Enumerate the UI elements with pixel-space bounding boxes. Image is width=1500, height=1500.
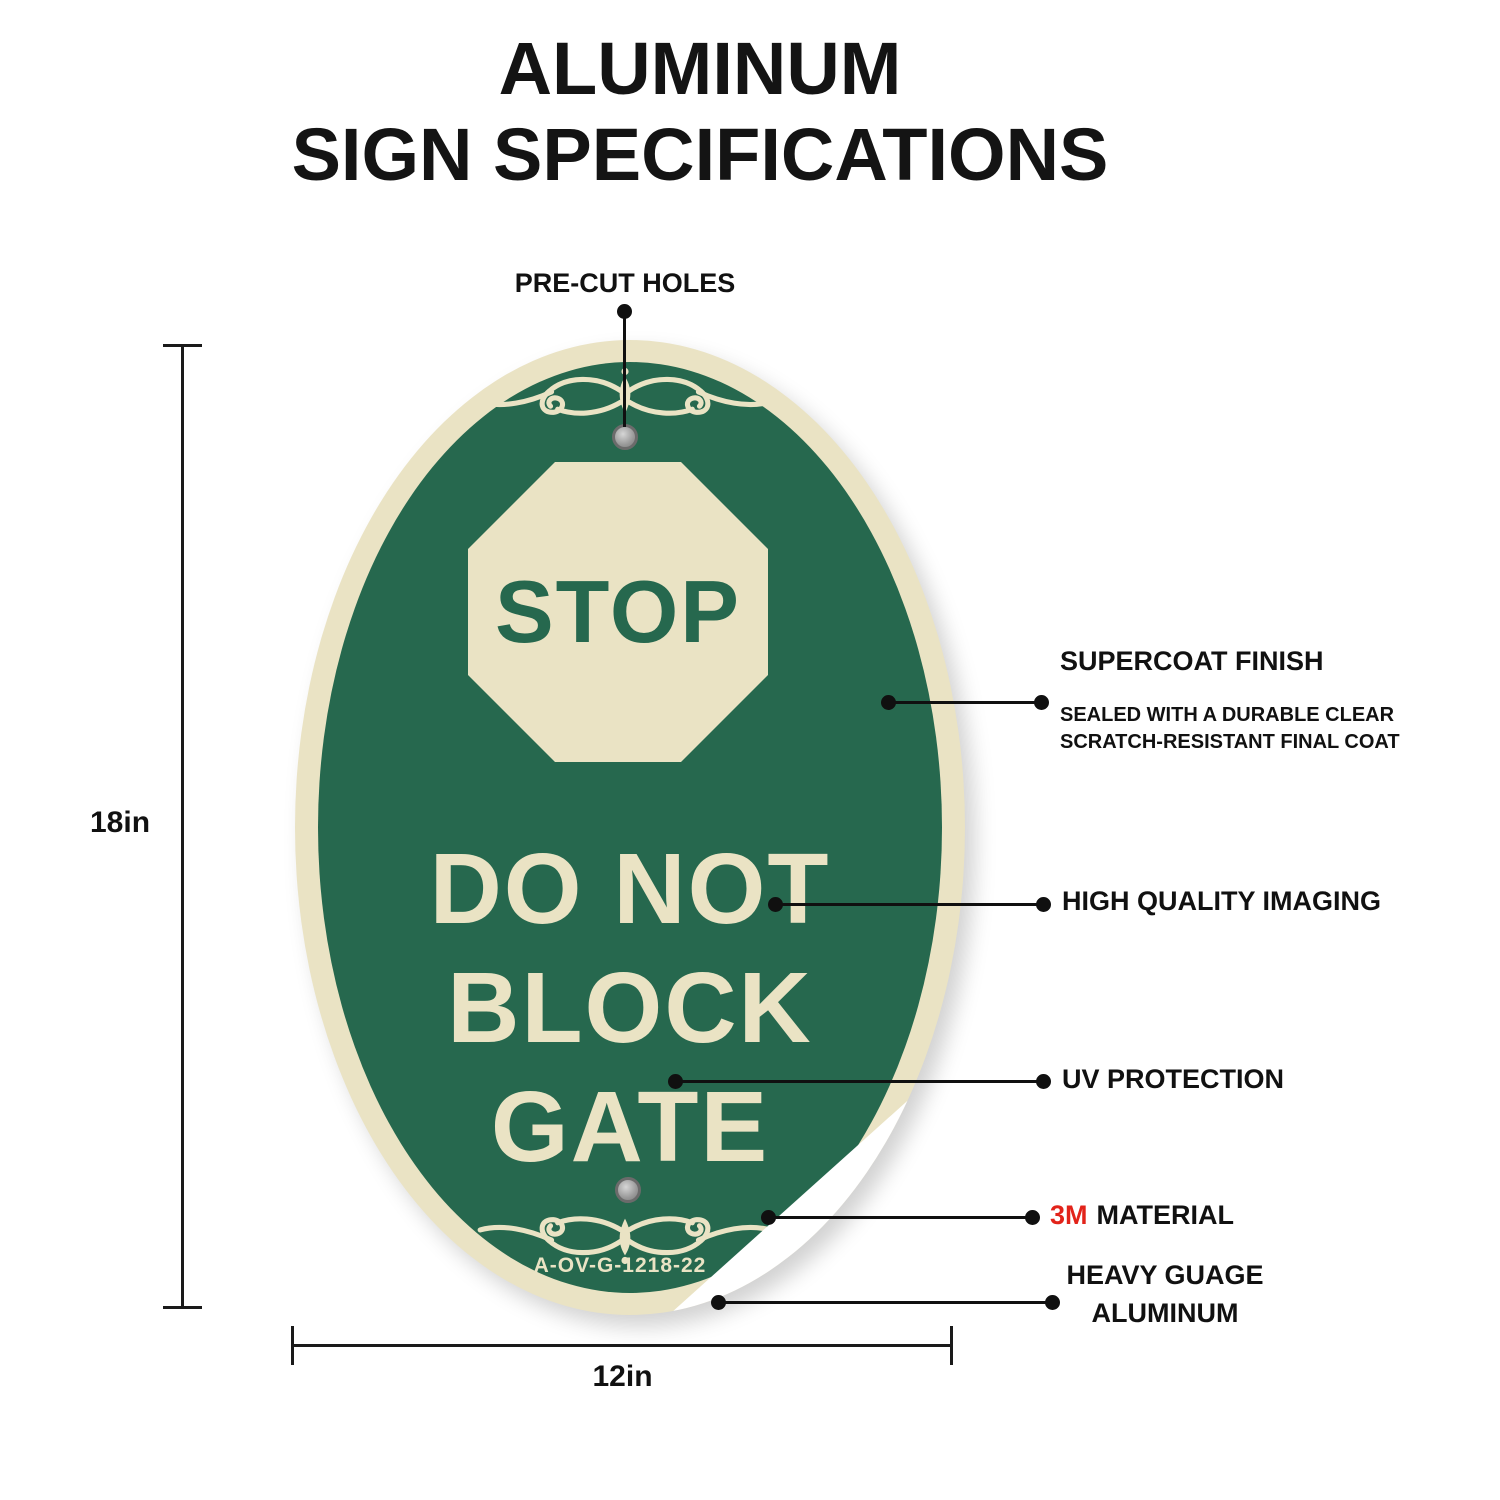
stop-octagon: STOP	[468, 462, 768, 762]
imaging-leader-line	[775, 903, 1044, 906]
width-dimension-tick-right	[950, 1326, 953, 1365]
aluminum-leader-line	[718, 1301, 1053, 1304]
height-dimension-tick-bottom	[163, 1306, 202, 1309]
title-line-2: SIGN SPECIFICATIONS	[291, 113, 1109, 196]
bottom-flourish-ornament	[477, 1216, 773, 1265]
pre-cut-holes-leader-line	[623, 312, 626, 427]
supercoat-sign-dot	[881, 695, 896, 710]
title-line-1: ALUMINUM	[498, 27, 902, 110]
width-dimension-label: 12in	[592, 1360, 653, 1393]
pre-cut-hole-bottom	[615, 1177, 641, 1203]
material-brand: 3M	[1050, 1200, 1088, 1230]
pre-cut-holes-dot	[617, 304, 632, 319]
supercoat-subtitle-line-2: SCRATCH-RESISTANT FINAL COAT	[1060, 731, 1400, 753]
aluminum-end-dot	[1045, 1295, 1060, 1310]
aluminum-label: HEAVY GUAGE ALUMINUM	[1060, 1256, 1270, 1332]
uv-leader-line	[675, 1080, 1044, 1083]
page-title: ALUMINUM SIGN SPECIFICATIONS	[150, 26, 1250, 198]
material-leader-line	[768, 1216, 1026, 1219]
material-word: MATERIAL	[1096, 1200, 1234, 1230]
supercoat-subtitle-line-1: SEALED WITH A DURABLE CLEAR	[1060, 704, 1395, 726]
sign-message-line-2: BLOCK	[447, 952, 813, 1064]
uv-sign-dot	[668, 1074, 683, 1089]
aluminum-sign-dot	[711, 1295, 726, 1310]
supercoat-end-dot	[1034, 695, 1049, 710]
material-end-dot	[1025, 1210, 1040, 1225]
imaging-label: HIGH QUALITY IMAGING	[1062, 886, 1382, 916]
material-sign-dot	[761, 1210, 776, 1225]
aluminum-label-line-1: HEAVY GUAGE	[1066, 1260, 1264, 1290]
stop-label: STOP	[494, 562, 741, 661]
width-dimension-tick-left	[291, 1326, 294, 1365]
sign-message-line-1: DO NOT	[429, 833, 831, 945]
aluminum-label-line-2: ALUMINUM	[1091, 1298, 1239, 1328]
pre-cut-holes-label: PRE-CUT HOLES	[514, 268, 736, 298]
height-dimension-tick-top	[163, 344, 202, 347]
imaging-end-dot	[1036, 897, 1051, 912]
width-dimension-line	[292, 1344, 953, 1347]
imaging-sign-dot	[768, 897, 783, 912]
supercoat-leader-line	[888, 701, 1042, 704]
supercoat-subtitle: SEALED WITH A DURABLE CLEAR SCRATCH-RESI…	[1060, 702, 1400, 756]
height-dimension-label: 18in	[89, 806, 151, 839]
sign-message-line-3: GATE	[490, 1071, 770, 1183]
uv-protection-label: UV PROTECTION	[1062, 1064, 1285, 1094]
uv-end-dot	[1036, 1074, 1051, 1089]
sign-sku: A-OV-G-1218-22	[533, 1254, 707, 1277]
sign-message: DO NOT BLOCK GATE	[318, 830, 942, 1187]
material-label: 3M MATERIAL	[1050, 1200, 1234, 1231]
height-dimension-line	[181, 345, 184, 1308]
supercoat-title: SUPERCOAT FINISH	[1060, 646, 1324, 676]
